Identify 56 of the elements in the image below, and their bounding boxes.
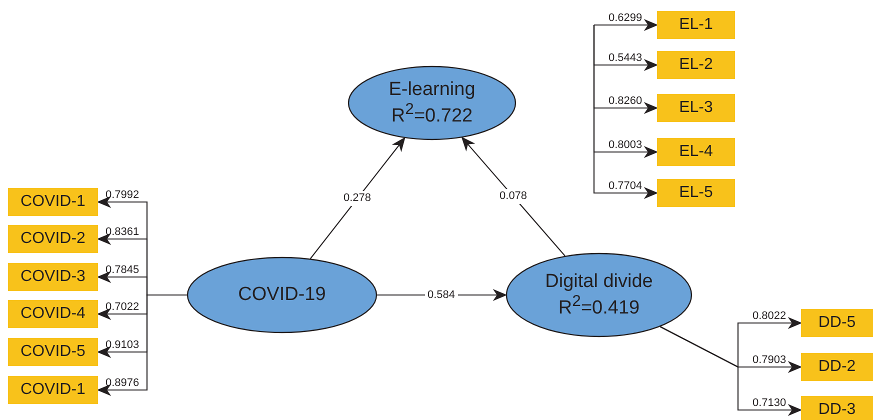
node-label: EL-1 bbox=[679, 16, 713, 34]
edge-label: 0.8260 bbox=[608, 96, 642, 107]
indicator-box bbox=[801, 309, 873, 337]
indicator-box bbox=[8, 225, 98, 253]
r-squared-value: R$^{2}$=0.722 bbox=[391, 100, 473, 127]
node-label: DD-5 bbox=[818, 314, 856, 332]
edge-label: 0.8022 bbox=[752, 311, 786, 322]
arrow bbox=[593, 19, 658, 31]
node-label: COVID-5 bbox=[20, 342, 86, 362]
indicator-box bbox=[8, 188, 98, 216]
node-label: COVID-3 bbox=[20, 268, 86, 286]
edge-label: 0.8361 bbox=[106, 227, 140, 238]
node-label: E-learning bbox=[388, 78, 476, 101]
construct-ellipse bbox=[348, 66, 516, 140]
indicator-box bbox=[8, 300, 98, 328]
construct-ellipse bbox=[187, 257, 377, 333]
edge-label: 0.7992 bbox=[106, 190, 140, 201]
edge-label: 0.5443 bbox=[608, 53, 642, 64]
indicator-box bbox=[801, 396, 873, 420]
node-label: EL-3 bbox=[679, 98, 713, 118]
indicator-box bbox=[657, 138, 735, 166]
node-label: EL-2 bbox=[679, 56, 713, 74]
node-label: COVID-2 bbox=[20, 230, 86, 248]
arrow bbox=[310, 137, 406, 260]
arrow bbox=[593, 25, 658, 199]
edge-label: 0.7130 bbox=[752, 398, 786, 409]
node-label: DD-2 bbox=[818, 358, 856, 376]
construct-ellipse bbox=[506, 253, 692, 337]
arrow bbox=[96, 294, 187, 396]
edge-label: 0.9103 bbox=[106, 340, 140, 351]
node-label: EL-5 bbox=[679, 184, 713, 202]
indicator-box bbox=[8, 338, 98, 366]
node-label: COVID-19 bbox=[238, 284, 326, 306]
arrow bbox=[461, 136, 566, 256]
node-label: COVID-4 bbox=[20, 304, 86, 324]
indicator-box bbox=[8, 376, 98, 404]
edge-label: 0.7704 bbox=[608, 181, 642, 192]
indicator-box bbox=[657, 11, 735, 39]
node-label: COVID-1 bbox=[20, 192, 86, 212]
edge-label: 0.8003 bbox=[608, 140, 642, 151]
indicator-box bbox=[657, 179, 735, 207]
node-label: EL-4 bbox=[679, 142, 713, 162]
indicator-box bbox=[657, 51, 735, 79]
node-label: COVID-1 bbox=[20, 380, 86, 400]
node-label: DD-3 bbox=[818, 400, 856, 420]
indicator-box bbox=[657, 94, 735, 122]
r-squared-value: R$^{2}$=0.419 bbox=[558, 292, 640, 319]
edge-label: 0.7845 bbox=[106, 265, 140, 276]
edge-label: 0.8976 bbox=[106, 378, 140, 389]
arrow bbox=[660, 326, 802, 416]
edge-label: 0.6299 bbox=[608, 13, 642, 24]
edge-label: 0.7022 bbox=[106, 302, 140, 313]
node-label: Digital divide bbox=[545, 270, 653, 293]
edge-label: 0.7903 bbox=[752, 355, 786, 366]
indicator-box bbox=[8, 263, 98, 291]
indicator-box bbox=[801, 353, 873, 381]
